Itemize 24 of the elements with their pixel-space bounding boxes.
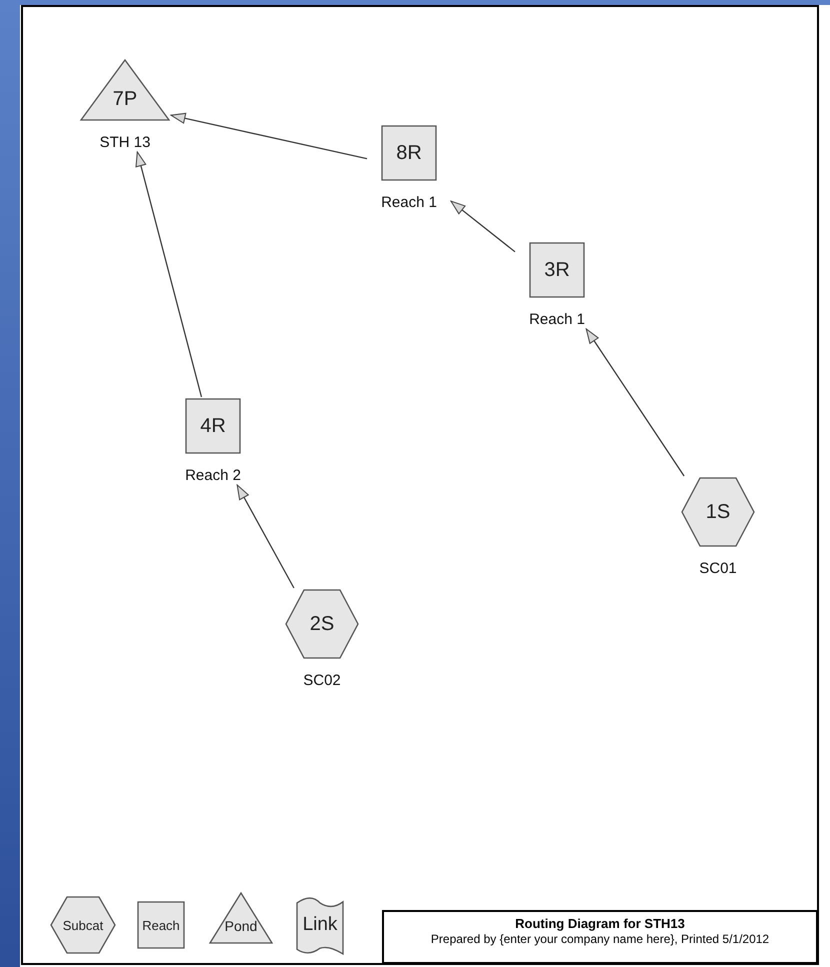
node-label: Pond <box>224 918 258 934</box>
node-caption: SC02 <box>303 672 341 689</box>
node-label: 7P <box>112 88 138 110</box>
node-label: Reach <box>142 918 180 932</box>
node-caption: SC01 <box>699 560 737 577</box>
block-heading: Routing Diagram for STH13 <box>514 916 686 932</box>
node-label: 3R <box>544 258 570 282</box>
title-block <box>382 910 818 964</box>
node-label: 4R <box>200 414 226 438</box>
arrow <box>136 152 202 398</box>
arrow <box>586 328 685 476</box>
node-label: Link <box>302 914 338 936</box>
node-caption: STH 13 <box>100 134 150 151</box>
arrow <box>236 484 294 588</box>
node-label: 2S <box>310 612 334 636</box>
node-caption: Reach 2 <box>185 467 241 484</box>
block-text: Prepared by {enter your company name here}, Printed 5/1/2012 <box>430 932 770 946</box>
node-label: 8R <box>396 142 422 164</box>
node-label: 1S <box>706 500 730 524</box>
arrow <box>450 200 516 252</box>
node-label: Subcat <box>62 918 104 932</box>
arrow <box>170 112 368 160</box>
node-caption: Reach 1 <box>529 311 585 328</box>
node-caption: Reach 1 <box>381 194 437 211</box>
